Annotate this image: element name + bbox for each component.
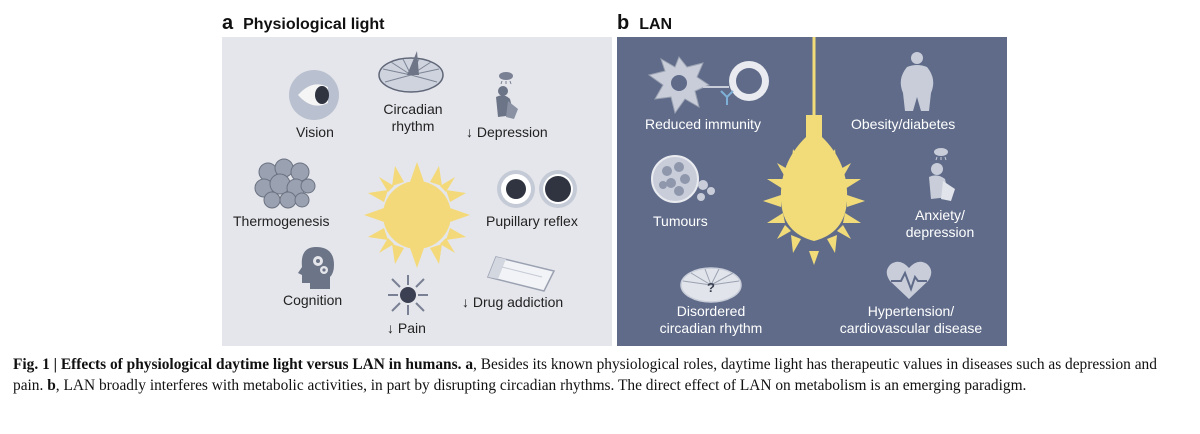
tumour-icon <box>651 155 715 203</box>
panel-a-physiological-light: Vision Circadian rhythm ↓ Depression The… <box>222 37 612 346</box>
pupillary-reflex-label: Pupillary reflex <box>486 213 578 229</box>
anxiety-label: Anxiety/ depression <box>900 207 980 241</box>
circadian-label-line1: Circadian <box>383 101 443 117</box>
hypertension-label: Hypertension/ cardiovascular disease <box>839 303 983 337</box>
heart-pulse-icon <box>886 261 932 299</box>
circadian-label-line2: rhythm <box>391 118 435 134</box>
pain-label: ↓ Pain <box>387 320 426 336</box>
disordered-label-line2: circadian rhythm <box>659 320 763 336</box>
caption-b-letter: b <box>47 377 56 394</box>
depressed-person-icon <box>496 72 518 119</box>
panel-b-letter: b <box>617 12 630 34</box>
depression-label: ↓ Depression <box>466 124 548 140</box>
anxiety-label-line1: Anxiety/ <box>915 207 965 223</box>
hypertension-label-line1: Hypertension/ <box>867 303 955 319</box>
disordered-clock-icon: ? <box>680 267 742 303</box>
thermogenesis-label: Thermogenesis <box>233 213 330 229</box>
head-gears-icon <box>298 247 334 289</box>
caption-fig-label: Fig. 1 | Effects of physiological daytim… <box>13 356 462 373</box>
drug-addiction-label: ↓ Drug addiction <box>462 294 564 310</box>
anxiety-label-line2: depression <box>905 224 975 240</box>
obesity-diabetes-label: Obesity/diabetes <box>851 116 956 132</box>
vision-label: Vision <box>296 124 334 140</box>
cognition-label: Cognition <box>283 292 343 308</box>
caption-a-text: , Besides its known physiological roles,… <box>13 356 1157 394</box>
obese-person-icon <box>900 52 934 111</box>
disordered-circadian-label: Disordered circadian rhythm <box>649 303 773 337</box>
tumours-label: Tumours <box>653 213 708 229</box>
panel-a-letter: a <box>222 12 234 34</box>
circadian-label: Circadian rhythm <box>368 101 458 135</box>
panel-a-heading: a Physiological light <box>222 12 384 35</box>
reduced-immunity-label: Reduced immunity <box>645 116 761 132</box>
fat-cells-icon <box>254 158 316 209</box>
drug-bag-icon <box>486 256 556 292</box>
immune-cells-icon <box>647 56 769 115</box>
sundial-icon <box>378 51 444 93</box>
hypertension-label-line2: cardiovascular disease <box>839 320 983 336</box>
panel-a-title: Physiological light <box>243 16 385 33</box>
panel-b-heading: b LAN <box>617 12 672 35</box>
question-mark-icon: ? <box>707 280 715 295</box>
pupils-icon <box>497 170 577 208</box>
caption-a-letter: a <box>465 356 474 373</box>
caption-b-text: , LAN broadly interferes with metabolic … <box>55 377 1027 394</box>
eye-icon <box>289 70 339 120</box>
panel-b-title: LAN <box>639 16 673 33</box>
pain-burst-icon <box>388 275 428 315</box>
light-bulb-icon <box>763 37 865 265</box>
disordered-label-line1: Disordered <box>676 303 746 319</box>
sun-icon <box>364 162 470 268</box>
figure-caption: Fig. 1 | Effects of physiological daytim… <box>13 354 1191 396</box>
anxious-person-icon <box>929 148 955 201</box>
panel-b-lan: Reduced immunity Obesity/diabetes Tumour… <box>617 37 1007 346</box>
